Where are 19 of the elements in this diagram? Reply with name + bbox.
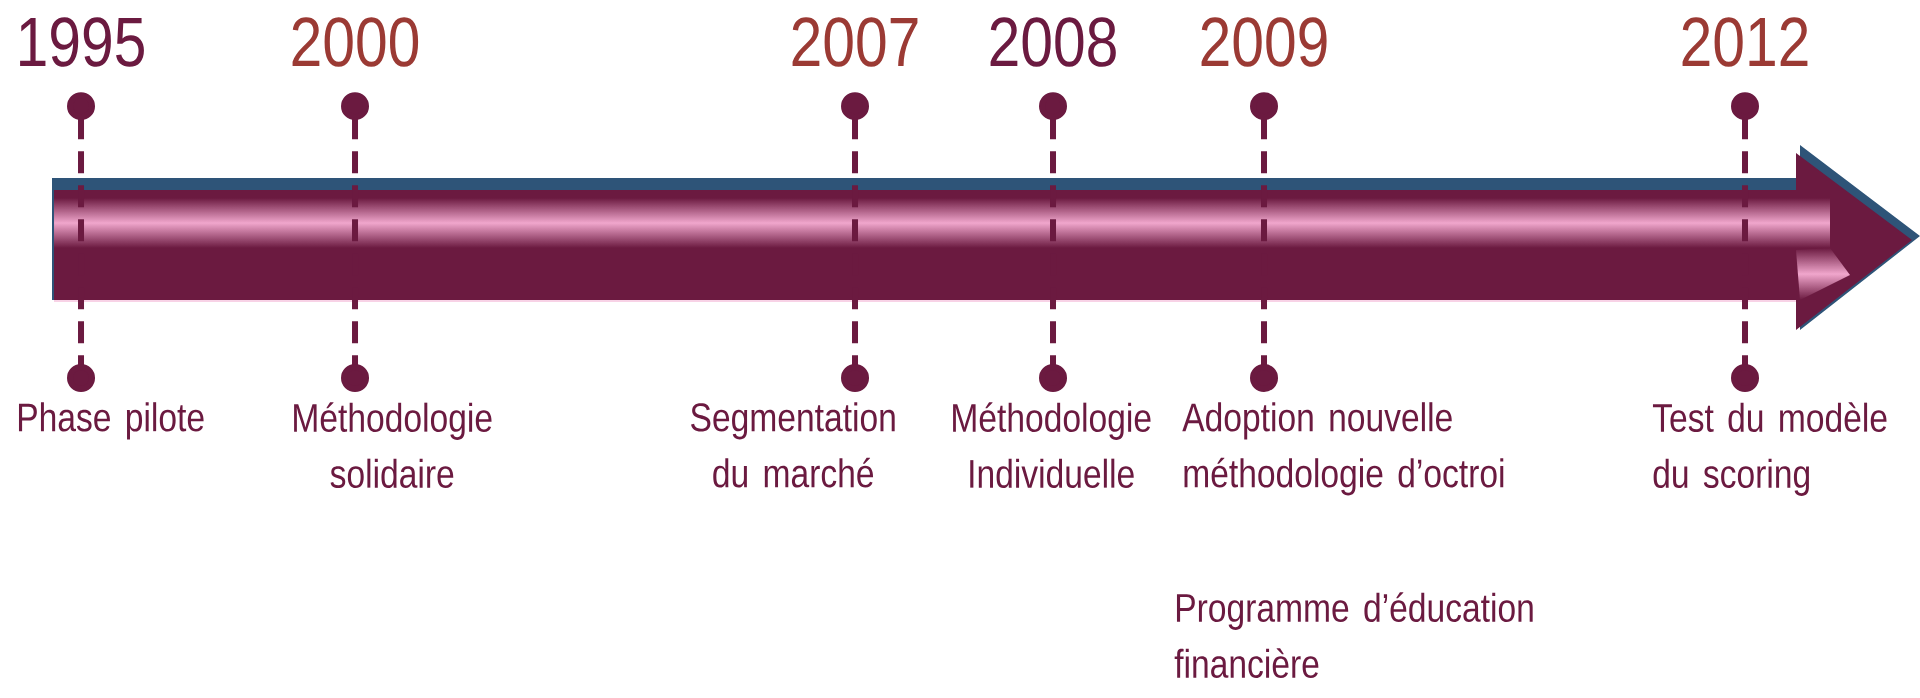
event-label: Méthodologie solidaire <box>294 402 492 489</box>
event-label: Test du modèle du scoring <box>1652 402 1887 496</box>
year-label: 2007 <box>792 17 918 67</box>
year-label: 1995 <box>20 17 144 67</box>
year-label: 2009 <box>1201 17 1327 67</box>
dashed-pin-line <box>841 92 869 392</box>
dashed-pin-line <box>1250 92 1278 392</box>
year-label: 2012 <box>1682 17 1808 67</box>
note-text: Programme d’éducation financière <box>1174 592 1533 679</box>
event-label: Phase pilote <box>19 402 204 440</box>
dashed-pin-line <box>67 92 95 392</box>
dashed-pin-line <box>1039 92 1067 392</box>
event-label: Adoption nouvelle méthodologie d’octroi <box>1182 402 1504 496</box>
dashed-pin-line <box>341 92 369 392</box>
event-label: Segmentation du marché <box>691 402 895 488</box>
dashed-pin-line <box>1731 92 1759 392</box>
year-label: 2008 <box>990 17 1116 67</box>
event-label: Méthodologie Individuelle <box>953 402 1151 489</box>
year-label: 2000 <box>292 17 419 67</box>
